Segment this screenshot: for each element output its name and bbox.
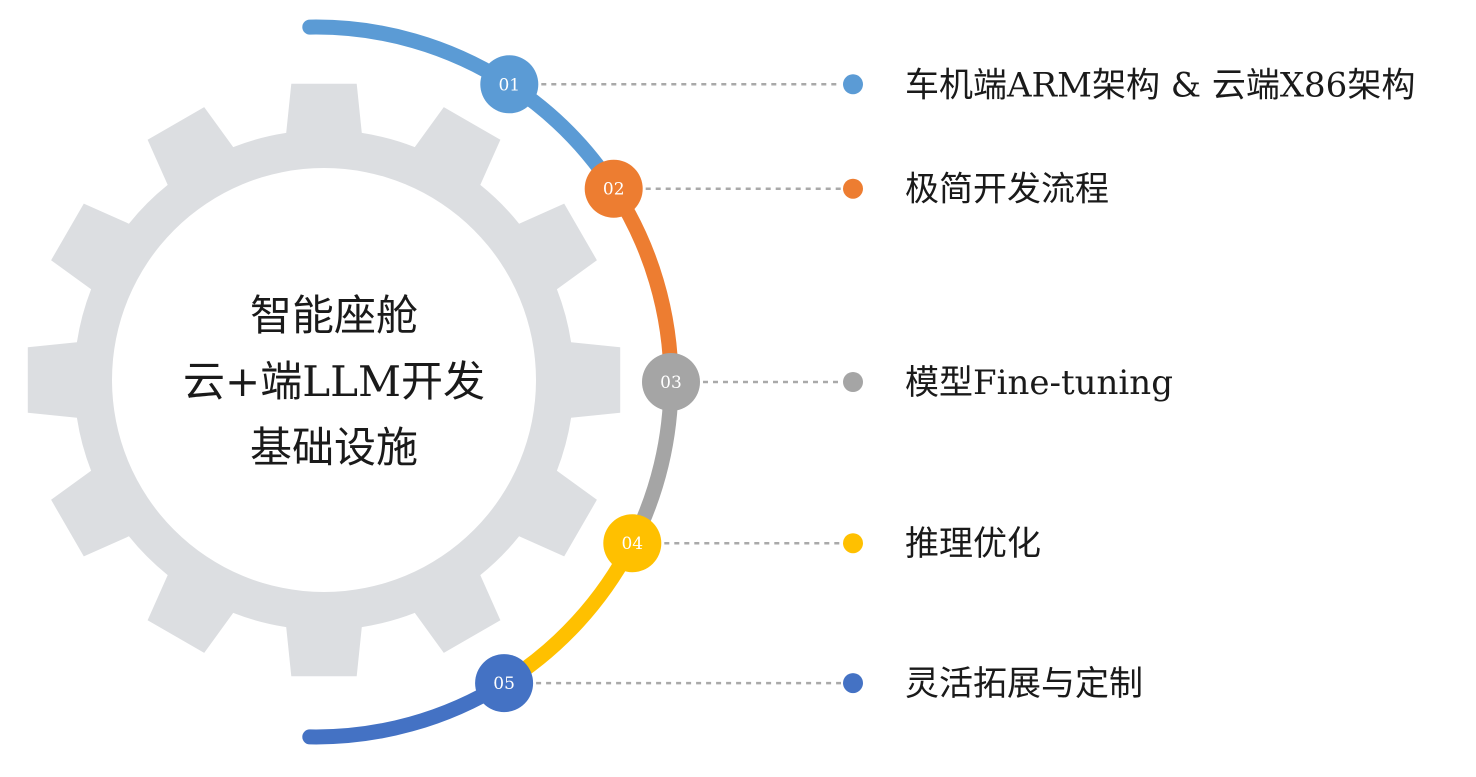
step-number-circle <box>642 353 700 411</box>
step-number: 05 <box>493 674 515 694</box>
step-label: 灵活拓展与定制 <box>905 664 1143 704</box>
step-label: 极简开发流程 <box>905 170 1109 210</box>
center-title: 智能座舱 云+端LLM开发 基础设施 <box>183 291 485 472</box>
step-number-circle <box>603 514 662 573</box>
steps-list: 01 车机端ARM架构 & 云端X86架构 02 极简开发流程 03 模型Fine-tun… <box>475 55 1415 713</box>
step-item-04: 04 推理优化 <box>603 514 1041 573</box>
step-number: 03 <box>660 373 682 393</box>
step-dot <box>843 178 863 199</box>
step-number-circle <box>480 55 539 114</box>
step-label: 推理优化 <box>905 524 1041 564</box>
center-title-line1: 智能座舱 <box>250 291 418 340</box>
gear-inner-circle <box>112 168 536 592</box>
step-number-circle <box>475 654 534 713</box>
center-title-line2: 云+端LLM开发 <box>183 357 485 406</box>
step-number: 04 <box>621 534 643 554</box>
step-dot <box>843 673 863 694</box>
step-dot <box>843 372 863 392</box>
gear-graphic <box>27 83 621 677</box>
arc-segment-0 <box>302 19 517 92</box>
step-label: 模型Fine-tuning <box>905 363 1173 403</box>
step-dot <box>843 74 863 95</box>
center-title-line3: 基础设施 <box>250 423 418 472</box>
arc-segment-5 <box>302 675 512 745</box>
step-dot <box>843 533 863 554</box>
step-item-02: 02 极简开发流程 <box>584 159 1109 218</box>
step-number: 01 <box>498 75 520 95</box>
step-item-05: 05 灵活拓展与定制 <box>475 654 1143 713</box>
step-label: 车机端ARM架构 & 云端X86架构 <box>905 65 1415 105</box>
step-item-03: 03 模型Fine-tuning <box>642 353 1173 411</box>
step-number-circle <box>584 159 643 218</box>
arc-segment-2 <box>607 184 679 383</box>
step-item-01: 01 车机端ARM架构 & 云端X86架构 <box>480 55 1415 114</box>
step-number: 02 <box>603 180 625 200</box>
